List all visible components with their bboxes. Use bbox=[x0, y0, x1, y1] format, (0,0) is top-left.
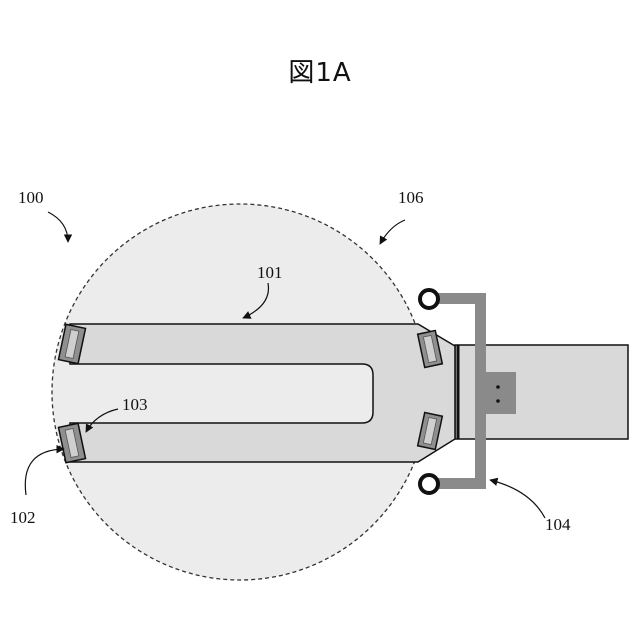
bracket-dot-bottom bbox=[496, 399, 500, 403]
leader-104 bbox=[490, 480, 545, 518]
roller-top bbox=[420, 290, 438, 308]
label-100: 100 bbox=[18, 188, 44, 207]
leader-106 bbox=[380, 220, 405, 244]
bracket-dot-top bbox=[496, 385, 500, 389]
label-106: 106 bbox=[398, 188, 424, 207]
leader-102 bbox=[25, 449, 64, 495]
region-circle bbox=[52, 204, 428, 580]
label-102: 102 bbox=[10, 508, 36, 527]
roller-bottom bbox=[420, 475, 438, 493]
label-104: 104 bbox=[545, 515, 571, 534]
label-103: 103 bbox=[122, 395, 148, 414]
label-101: 101 bbox=[257, 263, 283, 282]
leader-100 bbox=[48, 212, 68, 242]
